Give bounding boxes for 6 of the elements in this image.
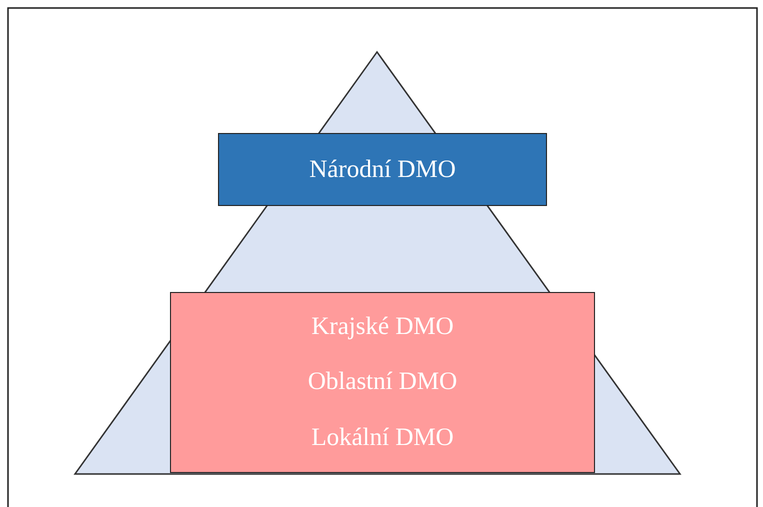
level-box — [170, 292, 595, 473]
level-label: Oblastní DMO — [308, 368, 458, 396]
level-box — [218, 133, 547, 206]
level-label: Krajské DMO — [311, 312, 454, 341]
level-label: Národní DMO — [309, 156, 456, 184]
level-label: Lokální DMO — [311, 424, 454, 452]
